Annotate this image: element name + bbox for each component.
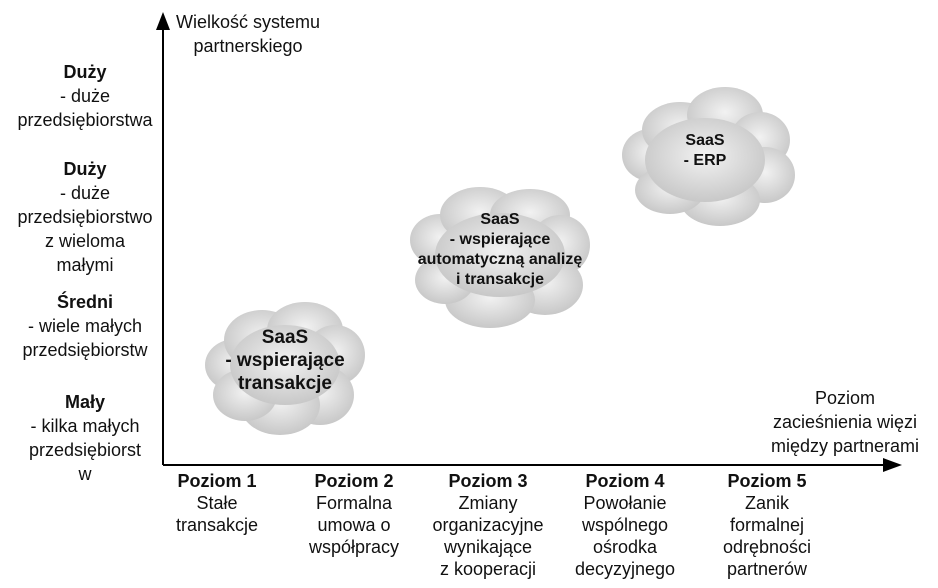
x-level-title: Poziom 1 [177, 471, 257, 491]
x-axis-arrow [883, 458, 902, 472]
y-level-title: Średni [56, 292, 113, 312]
y-axis-title: Wielkość systemu partnerskiego [168, 10, 328, 58]
y-level-4: Mały - kilka małych przedsiębiorst w [0, 390, 170, 486]
cloud-label-2: SaaS - wspierające automatyczną analizę … [417, 211, 583, 288]
y-level-desc: - kilka małych przedsiębiorst w [28, 416, 142, 484]
cloud-label-3: SaaS - ERP [683, 132, 727, 169]
y-level-title: Duży [63, 62, 107, 82]
y-level-3: Średni - wiele małych przedsiębiorstw [0, 290, 170, 362]
x-level-title: Poziom 2 [314, 471, 394, 491]
cloud-shape-2 [410, 187, 590, 328]
x-axis-title: Poziom zacieśnienia więzi między partner… [770, 388, 920, 456]
y-level-title: Mały [64, 392, 106, 412]
x-level-desc: Powołanie wspólnego ośrodka decyzyjnego [574, 493, 676, 579]
y-axis-arrow [156, 12, 170, 30]
x-level-1: Poziom 1 Stałe transakcje [147, 470, 287, 536]
y-level-2: Duży - duże przedsiębiorstwo z wieloma m… [0, 157, 170, 277]
x-level-desc: Zmiany organizacyjne wynikające z kooper… [432, 493, 544, 579]
y-axis-title-line1: Wielkość systemu [175, 12, 321, 32]
x-level-3: Poziom 3 Zmiany organizacyjne wynikające… [418, 470, 558, 580]
cloud-label-1: SaaS - wspierające transakcje [225, 327, 345, 394]
x-level-5: Poziom 5 Zanik formalnej odrębności part… [697, 470, 837, 580]
cloud-shape-3 [622, 87, 795, 226]
x-level-4: Poziom 4 Powołanie wspólnego ośrodka dec… [555, 470, 695, 580]
y-level-desc: - duże przedsiębiorstwa [17, 86, 153, 130]
y-level-title: Duży [63, 159, 107, 179]
y-level-desc: - duże przedsiębiorstwo z wieloma małymi [17, 183, 153, 275]
x-level-title: Poziom 4 [585, 471, 665, 491]
x-level-2: Poziom 2 Formalna umowa o współpracy [284, 470, 424, 558]
y-level-desc: - wiele małych przedsiębiorstw [22, 316, 148, 360]
y-axis-title-line2: partnerskiego [193, 36, 303, 56]
x-level-desc: Zanik formalnej odrębności partnerów [722, 493, 812, 579]
x-level-desc: Formalna umowa o współpracy [308, 493, 400, 557]
x-level-desc: Stałe transakcje [175, 493, 259, 535]
cloud-shape-1 [205, 302, 365, 435]
x-level-title: Poziom 3 [448, 471, 528, 491]
y-level-1: Duży - duże przedsiębiorstwa [0, 60, 170, 132]
x-level-title: Poziom 5 [727, 471, 807, 491]
